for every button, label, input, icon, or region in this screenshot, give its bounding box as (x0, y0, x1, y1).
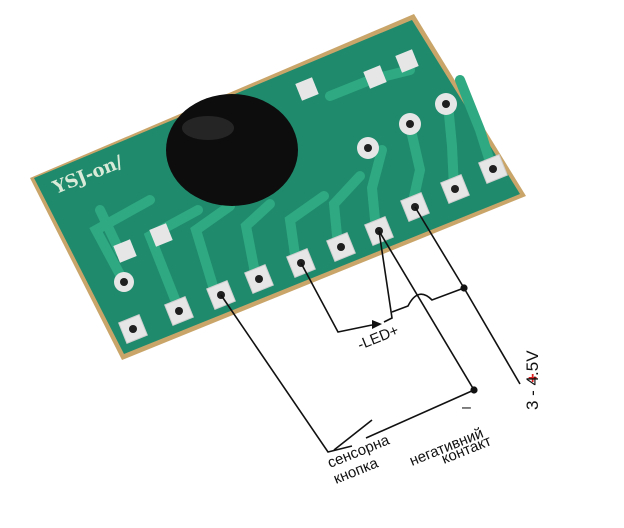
epoxy-highlight (182, 116, 234, 140)
epoxy-blob (166, 94, 298, 206)
wire-led-plus (378, 230, 393, 323)
wiring (220, 206, 521, 453)
pad-left-round (114, 272, 134, 292)
switch-lever (333, 419, 373, 451)
wire-pin8 (378, 230, 475, 391)
pad-row-top (295, 49, 457, 159)
negative-mark: – (462, 399, 471, 416)
pcb-board: YSJ-on/ (30, 14, 526, 360)
pad-left-small (113, 223, 173, 263)
wire-led-minus (300, 262, 373, 333)
wire-supply-plus (463, 287, 521, 385)
wire-touch (220, 294, 353, 453)
wire-pin9 (414, 206, 465, 289)
wire-switch-right (365, 389, 475, 439)
supply-voltage-label: 3 - 4.5V (523, 350, 542, 410)
supply-plus-mark: + (528, 370, 537, 387)
junction-dots (460, 284, 478, 394)
led-arrow-icon (372, 320, 382, 329)
wire-hop (391, 287, 465, 313)
